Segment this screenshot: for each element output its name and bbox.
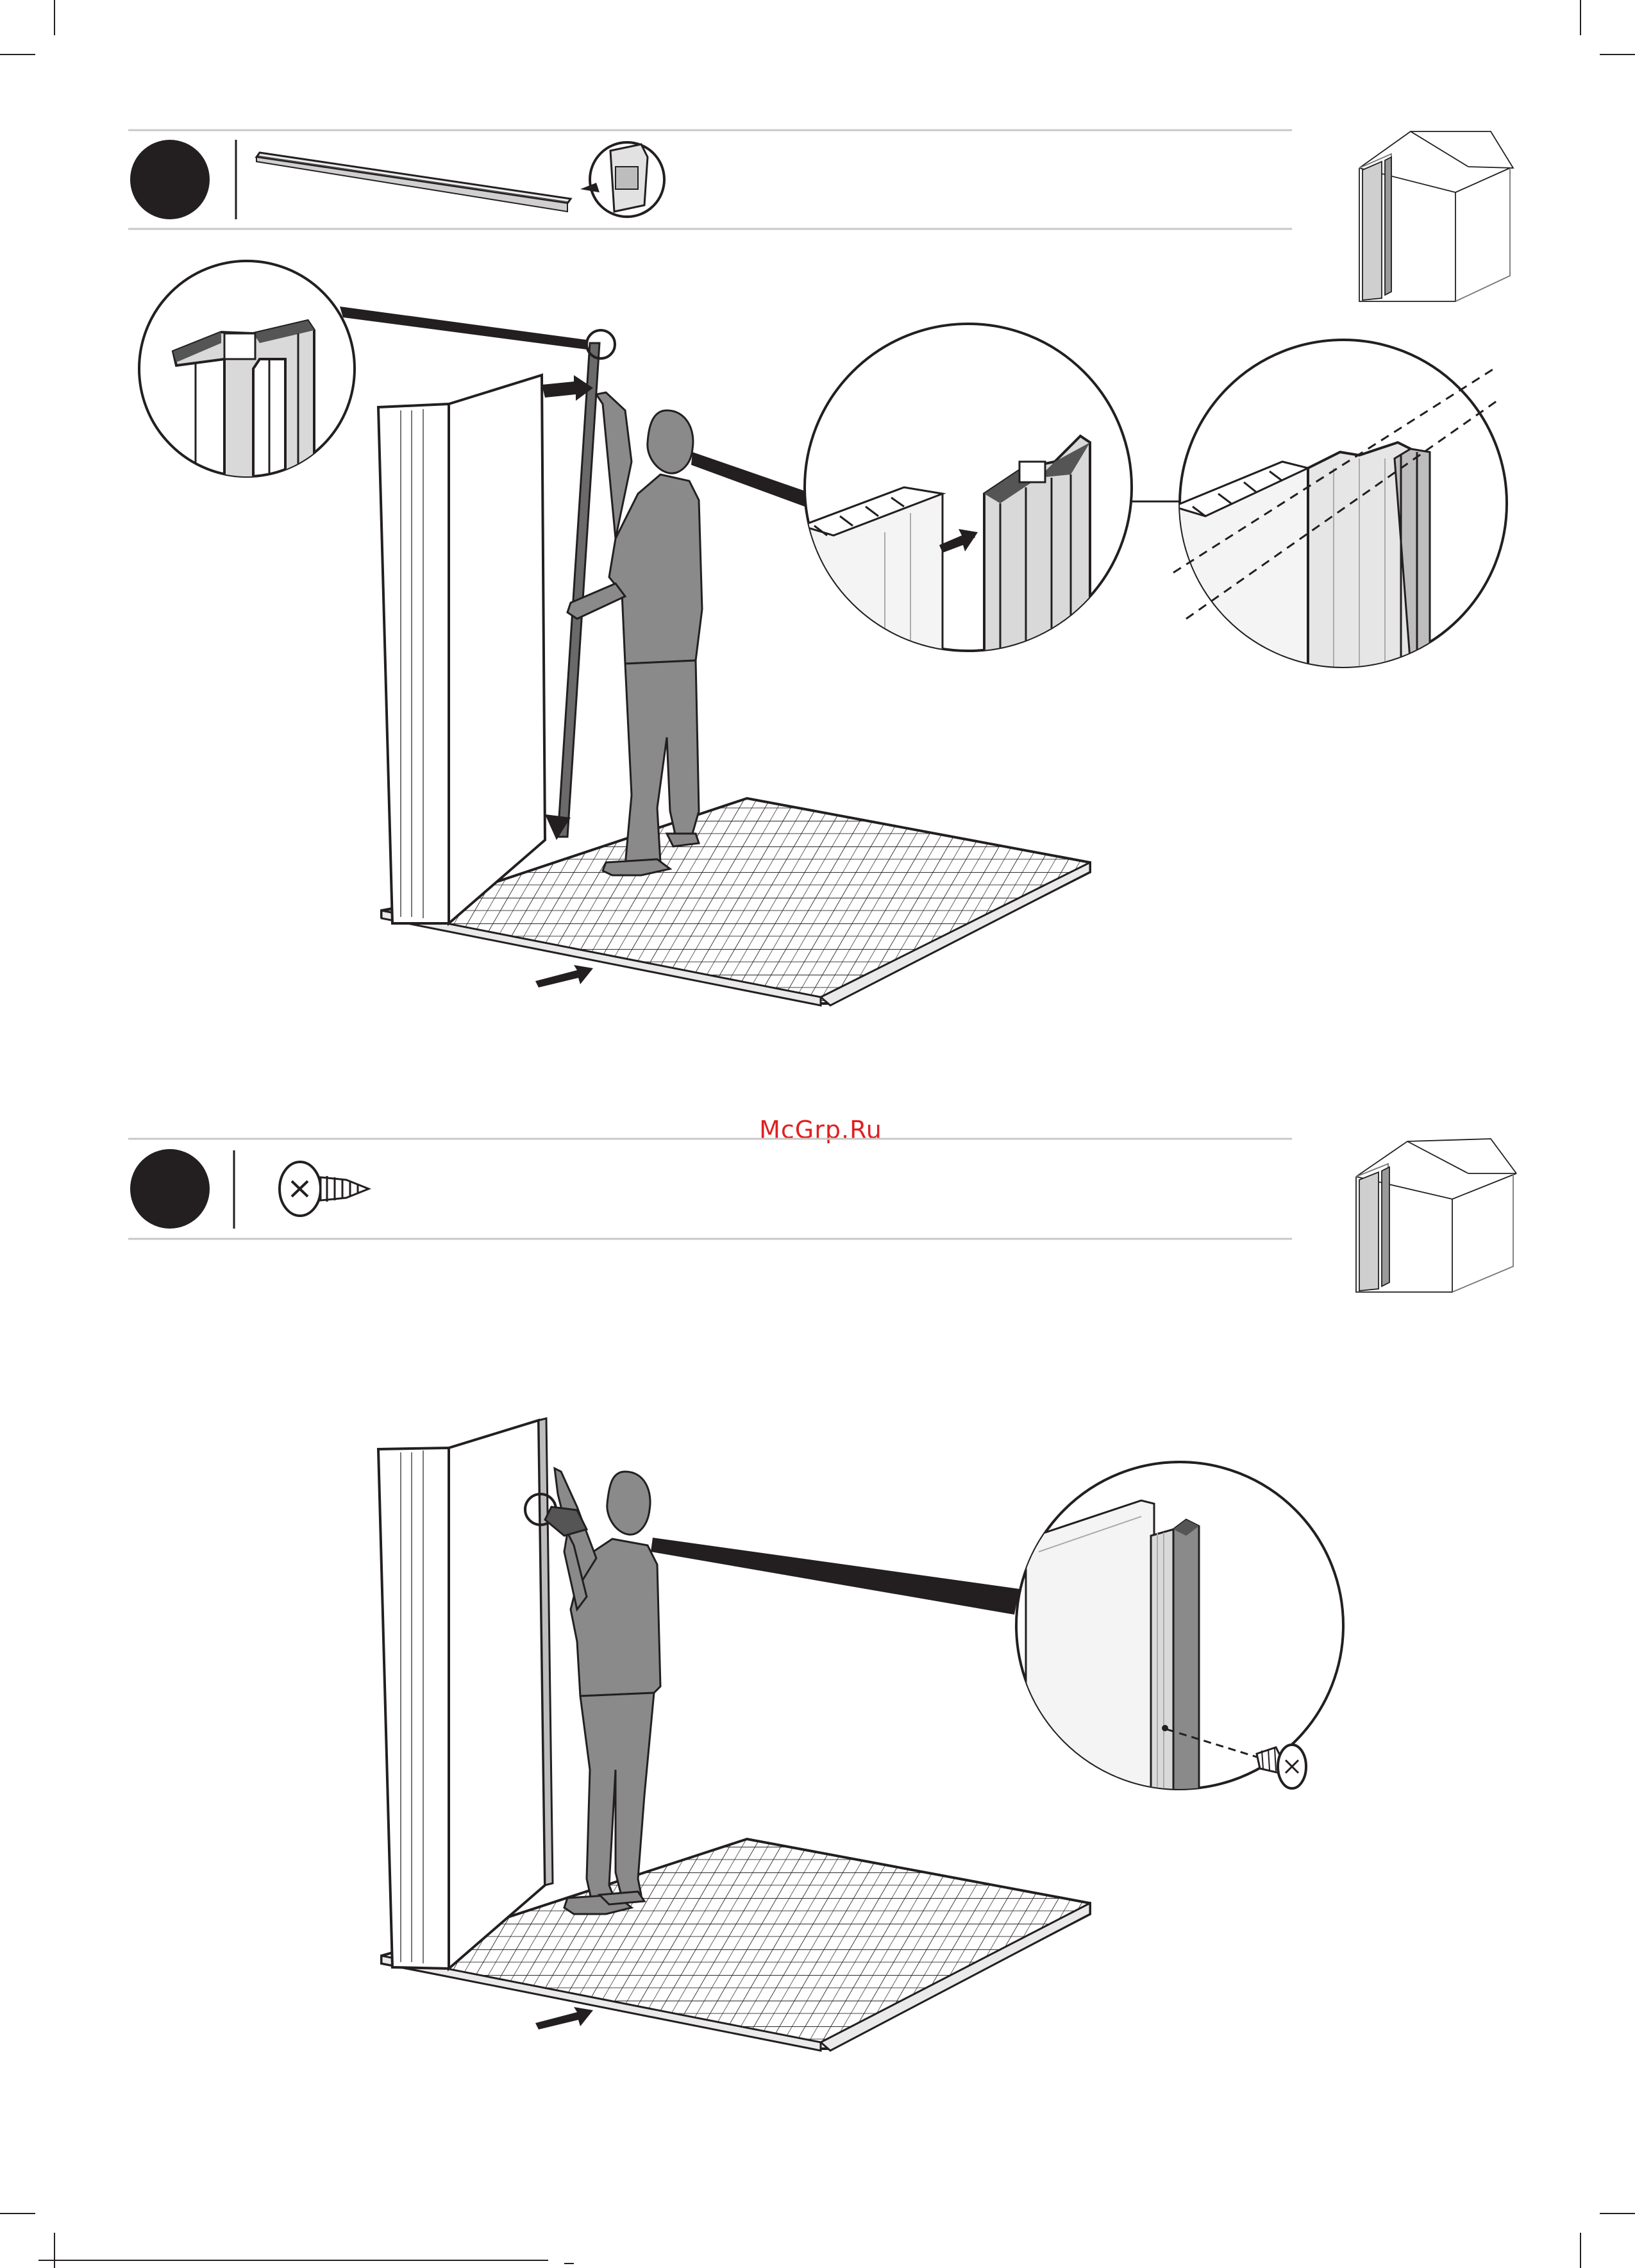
step-2 (128, 1139, 1516, 2051)
step-number-badge (130, 140, 210, 219)
connector-top-detail (139, 261, 355, 478)
step-number-badge (130, 1149, 210, 1229)
shed-progress-icon (1359, 131, 1513, 301)
person-screwing-connector-to-panel (378, 1418, 1090, 2051)
panel-slot-detail (801, 324, 1132, 680)
shed-progress-icon (1356, 1139, 1516, 1292)
screw-fixing-detail (1016, 1462, 1343, 1795)
person (545, 1468, 660, 1914)
step-1 (128, 130, 1513, 1005)
h-connector-profile-icon (256, 142, 664, 217)
aligned-joint-detail (1173, 340, 1507, 680)
screw-icon (280, 1162, 369, 1216)
screw-icon (1257, 1745, 1306, 1788)
